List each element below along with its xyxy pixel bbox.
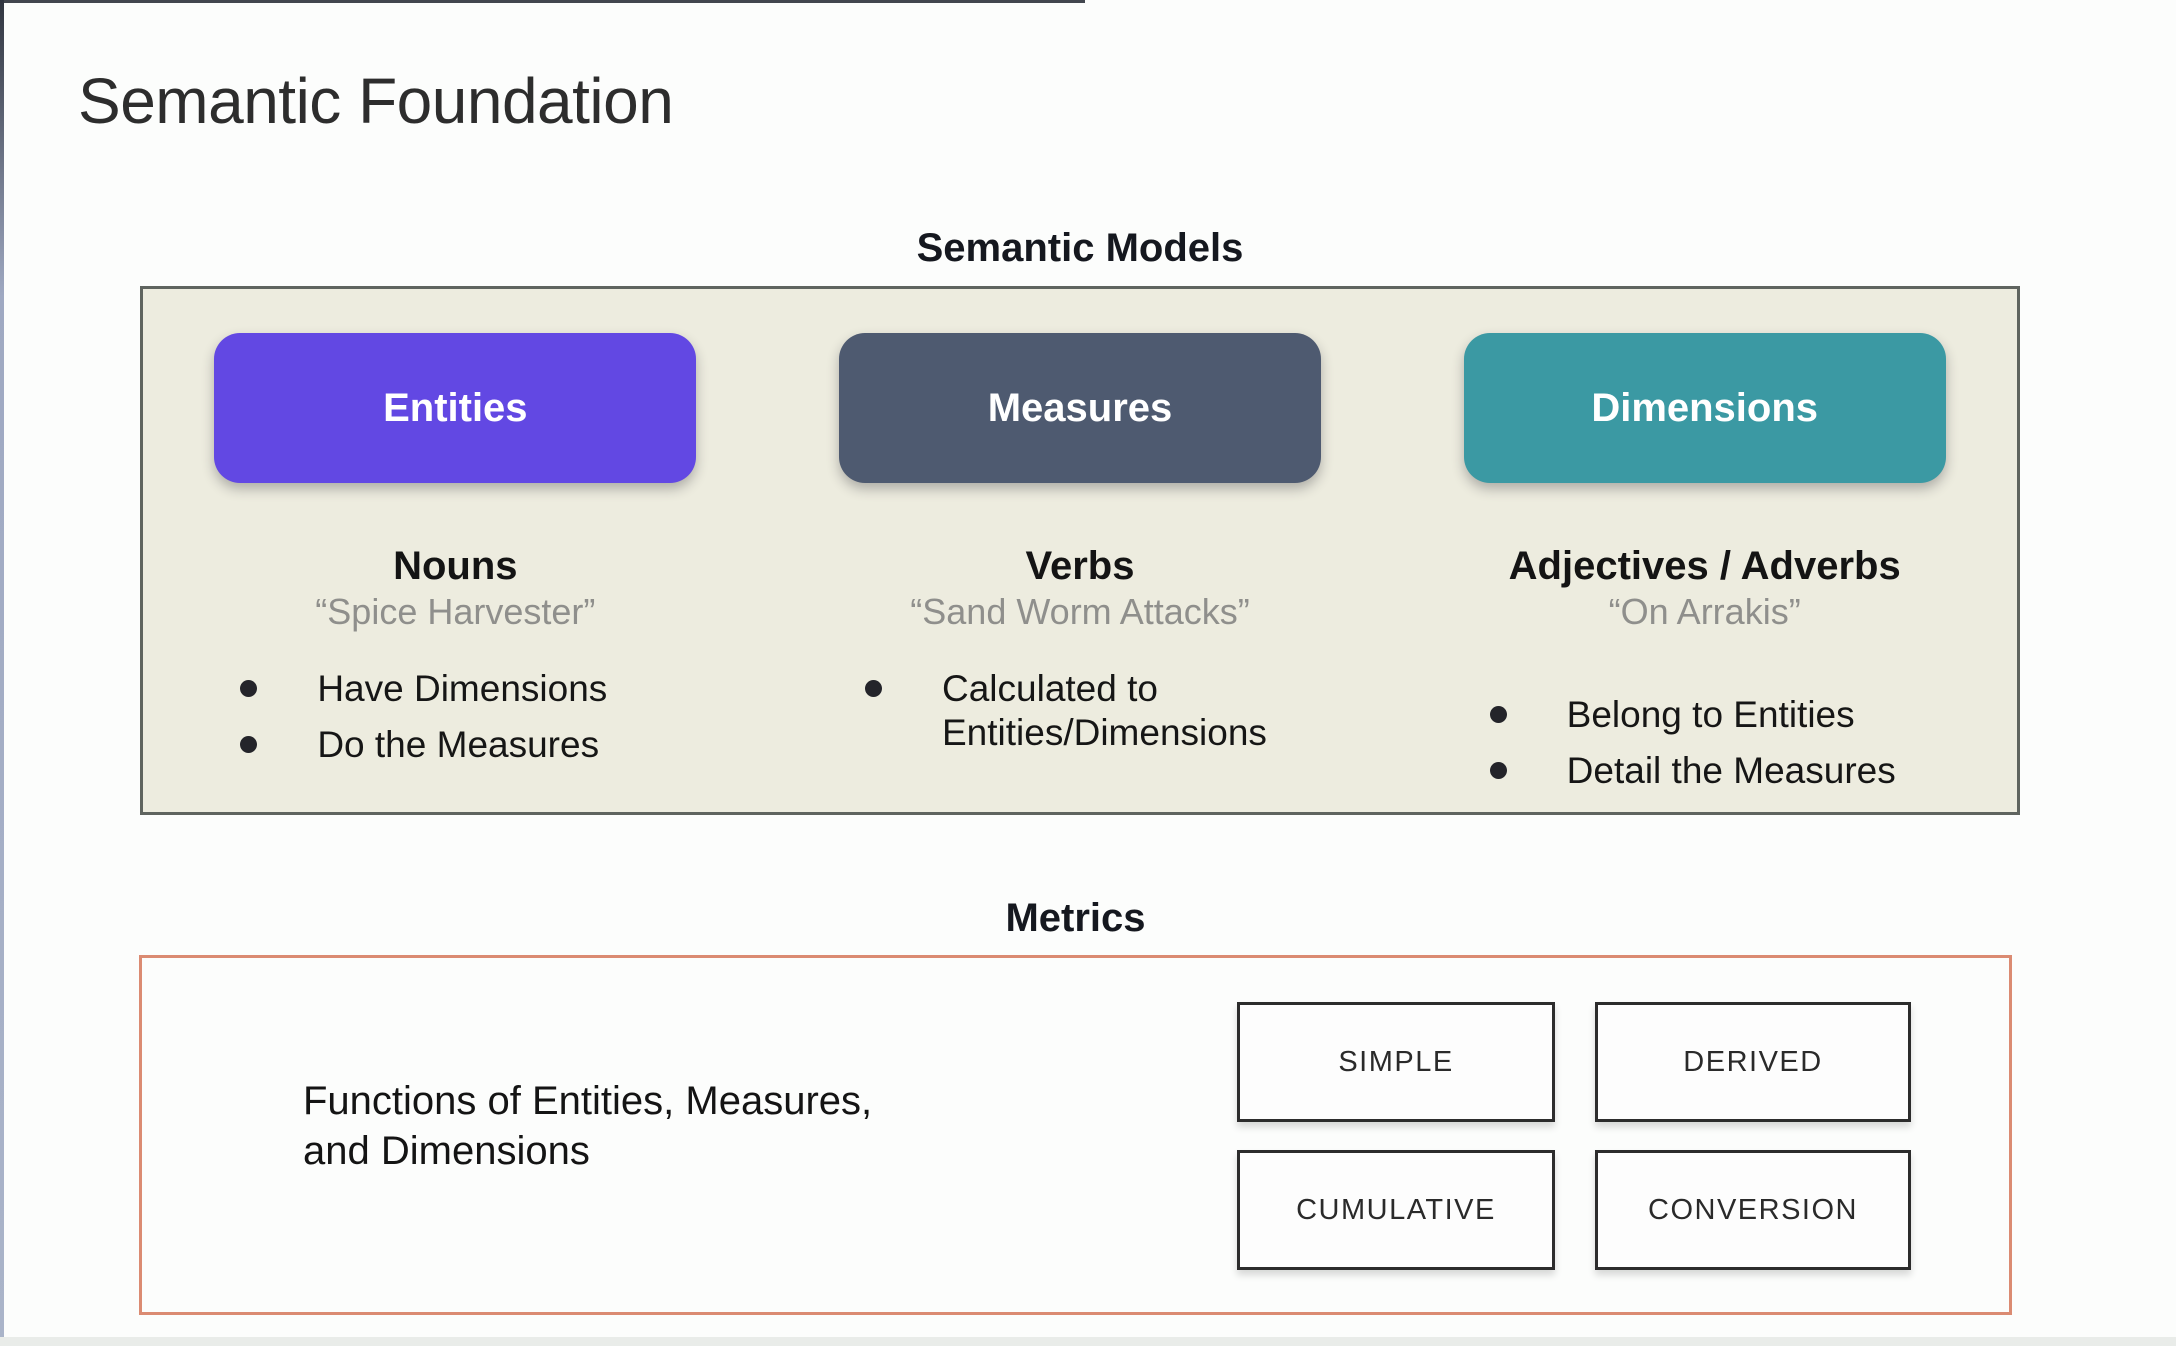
measures-example: “Sand Worm Attacks” <box>910 591 1250 632</box>
bullet-icon <box>1489 706 1507 723</box>
metrics-heading: Metrics <box>1005 896 1146 940</box>
window-edge-left <box>0 0 4 1346</box>
metric-type-derived: DERIVED <box>1595 1002 1911 1122</box>
dimensions-bullet-list: Belong to Entities Detail the Measures <box>1489 693 1920 806</box>
entities-role-heading: Nouns <box>393 544 518 588</box>
entities-bullet-list: Have Dimensions Do the Measures <box>240 667 670 780</box>
bullet-icon <box>865 680 882 697</box>
metrics-description: Functions of Entities, Measures, and Dim… <box>303 1076 872 1176</box>
bullet-label: Calculated to Entities/Dimensions <box>942 668 1267 754</box>
bullet-label: Have Dimensions <box>317 668 608 709</box>
semantic-models-heading: Semantic Models <box>916 226 1244 270</box>
entities-example: “Spice Harvester” <box>315 591 596 632</box>
dimensions-pill: Dimensions <box>1463 333 1946 483</box>
dimensions-role-heading: Adjectives / Adverbs <box>1508 544 1901 588</box>
entities-column: Entities Nouns “Spice Harvester” Have Di… <box>143 289 768 812</box>
list-item: Do the Measures <box>240 723 670 767</box>
list-item: Detail the Measures <box>1489 749 1920 793</box>
dimensions-example: “On Arrakis” <box>1608 591 1801 632</box>
bullet-icon <box>1489 762 1507 780</box>
window-edge-top <box>0 0 1085 3</box>
list-item: Have Dimensions <box>240 667 670 711</box>
metrics-description-line: and Dimensions <box>303 1129 590 1173</box>
metric-types-grid: SIMPLE DERIVED CUMULATIVE CONVERSION <box>1237 1002 1911 1270</box>
metric-type-simple: SIMPLE <box>1237 1002 1555 1122</box>
semantic-models-panel: Entities Nouns “Spice Harvester” Have Di… <box>140 286 2020 815</box>
bullet-label: Belong to Entities <box>1566 694 1855 735</box>
measures-bullet-list: Calculated to Entities/Dimensions <box>865 667 1295 768</box>
bullet-icon <box>240 680 258 697</box>
window-edge-bottom <box>0 1337 2176 1346</box>
page-title: Semantic Foundation <box>78 65 674 137</box>
metrics-panel: Functions of Entities, Measures, and Dim… <box>139 955 2012 1315</box>
measures-pill: Measures <box>839 333 1321 483</box>
metrics-description-line: Functions of Entities, Measures, <box>303 1079 873 1123</box>
bullet-label: Do the Measures <box>317 724 600 766</box>
metric-type-cumulative: CUMULATIVE <box>1237 1150 1555 1270</box>
list-item: Belong to Entities <box>1489 693 1920 737</box>
measures-role-heading: Verbs <box>1025 544 1135 588</box>
bullet-icon <box>240 736 258 754</box>
metric-type-conversion: CONVERSION <box>1595 1150 1911 1270</box>
bullet-label: Detail the Measures <box>1566 750 1896 792</box>
entities-pill: Entities <box>214 333 697 483</box>
measures-column: Measures Verbs “Sand Worm Attacks” Calcu… <box>768 289 1393 812</box>
list-item: Calculated to Entities/Dimensions <box>865 667 1295 756</box>
dimensions-column: Dimensions Adjectives / Adverbs “On Arra… <box>1392 289 2017 812</box>
